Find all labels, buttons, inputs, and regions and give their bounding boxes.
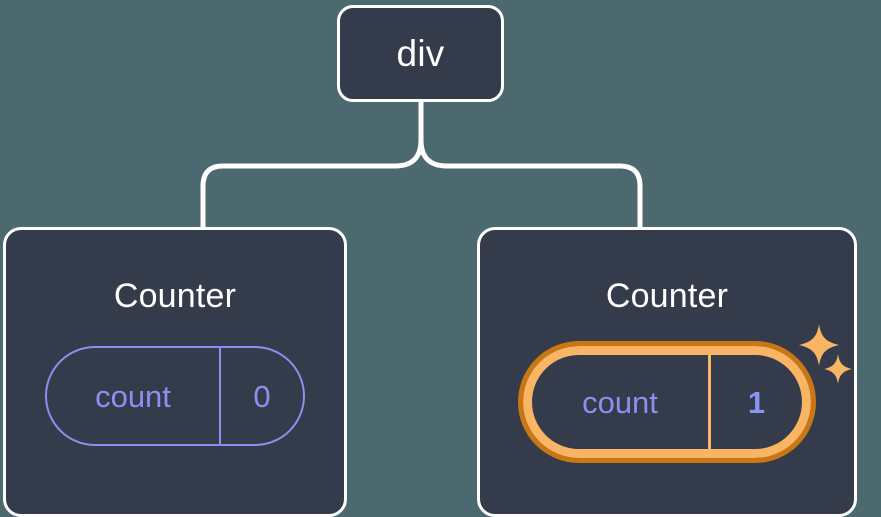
state-badge-right[interactable]: count 1 (518, 341, 816, 463)
state-value-left: 0 (253, 378, 271, 414)
node-div[interactable]: div (337, 5, 504, 102)
state-badge-left[interactable]: count 0 (45, 346, 305, 446)
node-counter-right-title: Counter (605, 277, 729, 315)
connector-split-right (418, 139, 643, 227)
state-divider-left (219, 348, 221, 444)
state-key-left: count (95, 378, 171, 414)
state-badge-right-wrap: count 1 (518, 341, 816, 463)
connector-split-left (200, 139, 424, 227)
node-counter-right[interactable]: Counter count 1 (477, 227, 857, 517)
node-counter-left[interactable]: Counter count 0 (3, 227, 347, 517)
state-divider-right (708, 355, 711, 449)
diagram-canvas: div Counter count 0 Counter count 1 (3, 5, 857, 517)
state-badge-left-wrap: count 0 (45, 346, 305, 446)
node-div-label: div (396, 33, 445, 74)
node-counter-left-title: Counter (113, 277, 237, 315)
state-value-right: 1 (747, 384, 766, 420)
state-key-right: count (582, 384, 658, 420)
